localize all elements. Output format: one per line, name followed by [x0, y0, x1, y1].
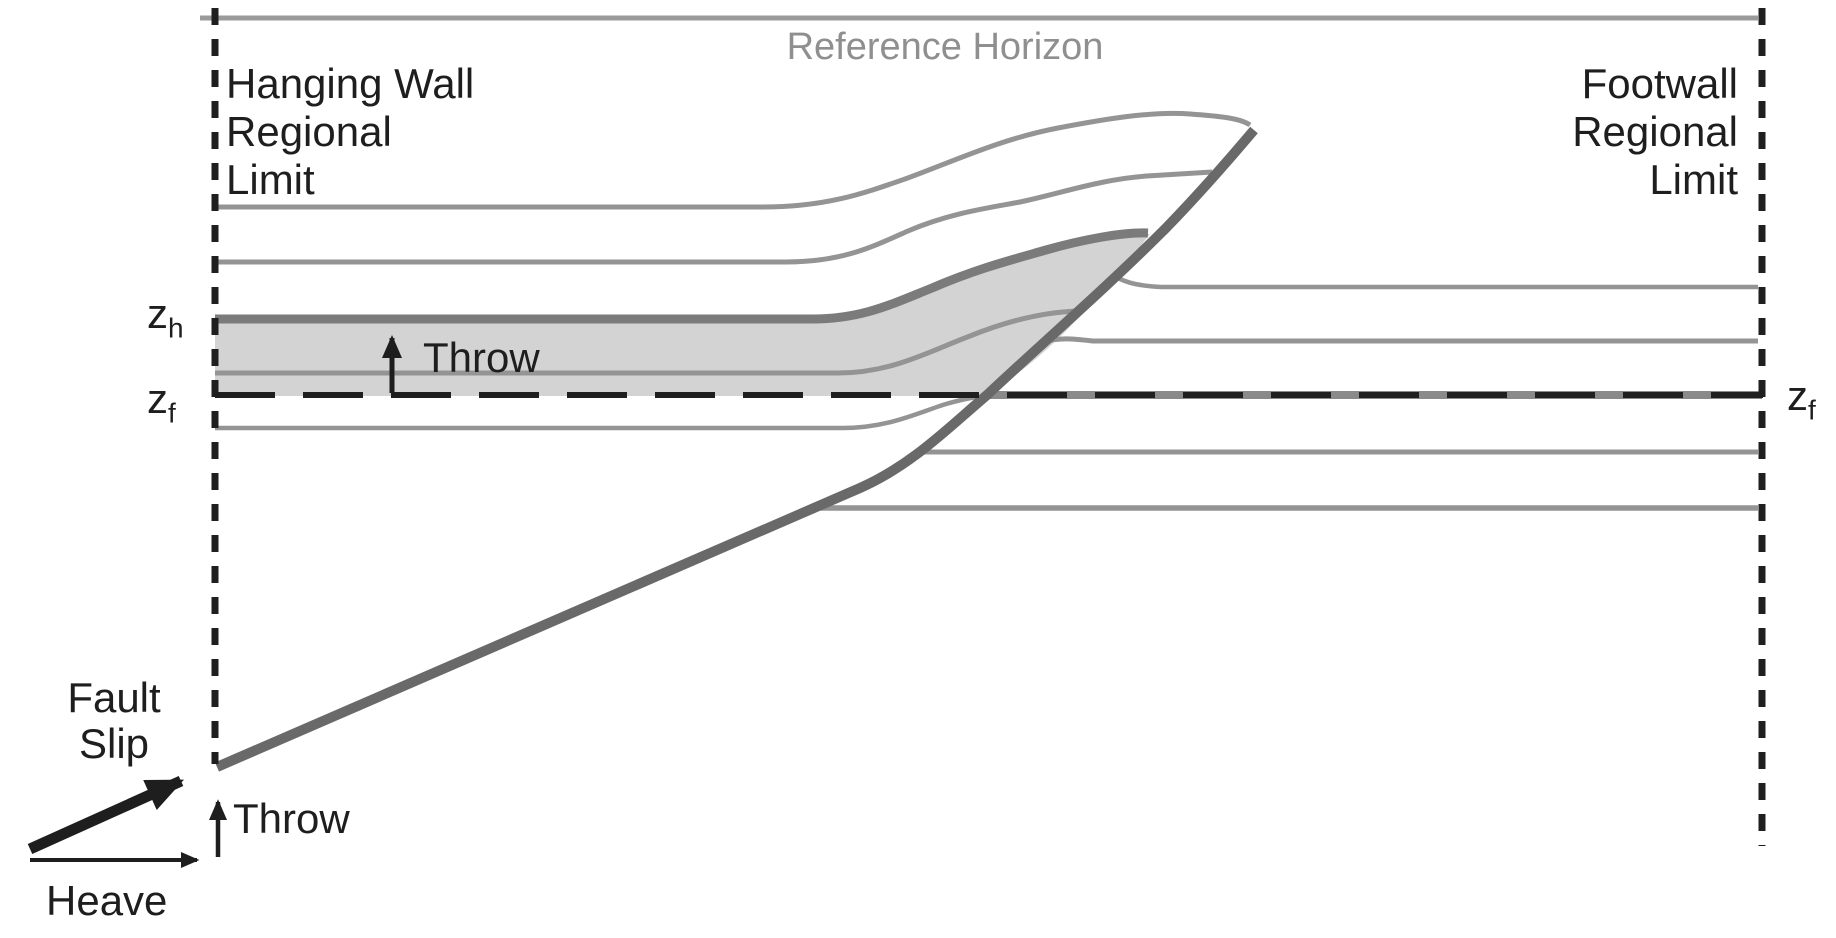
- footwall-limit-line3: Limit: [1649, 156, 1738, 203]
- reference-horizon-label: Reference Horizon: [786, 26, 1104, 68]
- z-foot-right-base: z: [1787, 372, 1808, 419]
- reference-horizon-hanging-wall-line: [215, 228, 1149, 324]
- fault-plane-line: [215, 126, 1258, 772]
- heave-label: Heave: [46, 877, 168, 924]
- fault-slip-line1: Fault: [67, 674, 161, 721]
- fault-slip-arrow: [27, 775, 185, 855]
- z-foot-right-label: zf: [1787, 372, 1816, 424]
- z-foot-left-label: zf: [147, 375, 176, 427]
- footwall-horizon-1: [1112, 274, 1758, 290]
- footwall-limit-line2: Regional: [1572, 108, 1738, 155]
- throw-bottom-label: Throw: [233, 795, 350, 842]
- z-hanging-base: z: [147, 290, 168, 337]
- footwall-horizon-2: [1042, 336, 1758, 345]
- footwall-regional-limit-label: Footwall Regional Limit: [1338, 60, 1738, 204]
- fault-slip-line2: Slip: [78, 720, 150, 767]
- hanging-wall-horizon-lower: [215, 394, 979, 431]
- footwall-limit-line1: Footwall: [1581, 60, 1738, 107]
- z-foot-left-sub: f: [168, 397, 176, 429]
- z-hanging-label: zh: [147, 290, 184, 342]
- z-foot-right-sub: f: [1808, 394, 1816, 426]
- hanging-wall-regional-limit-label: Hanging Wall Regional Limit: [226, 60, 474, 204]
- hanging-wall-horizon-upper-1: [215, 110, 1252, 210]
- fault-slip-label: Fault Slip: [36, 675, 192, 767]
- hanging-wall-limit-line3: Limit: [226, 156, 315, 203]
- intra-layer-horizon: [215, 308, 1079, 376]
- hanging-wall-limit-line1: Hanging Wall: [226, 60, 475, 107]
- z-hanging-sub: h: [168, 312, 184, 344]
- throw-middle-label: Throw: [423, 334, 540, 381]
- hanging-wall-horizon-upper-2: [215, 169, 1213, 265]
- hanging-wall-limit-line2: Regional: [226, 108, 392, 155]
- z-foot-left-base: z: [147, 375, 168, 422]
